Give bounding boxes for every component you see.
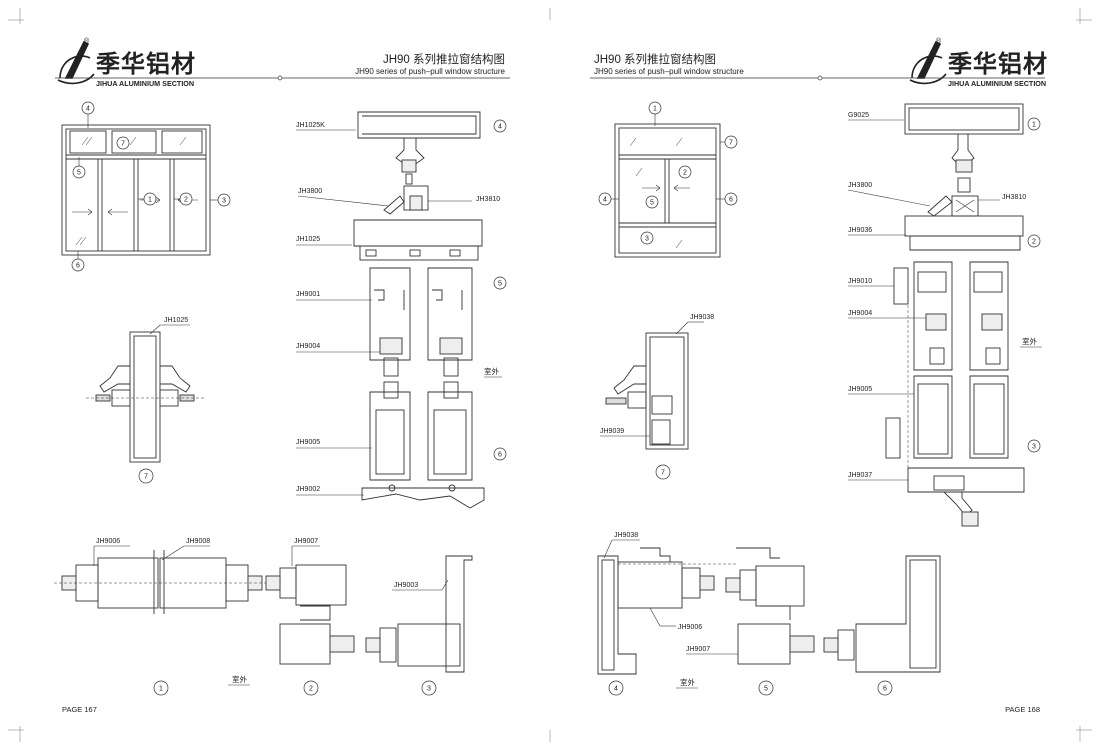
part-label: JH3810 [1002,194,1026,201]
left-header: ® 季华铝材 JIHUA ALUMINIUM SECTION JH90 系列推拉… [55,37,510,88]
part-label: JH3810 [476,196,500,203]
part-label: JH9002 [296,486,320,493]
right-section-callouts: 1 2 3 [1027,117,1041,453]
right-bottom-labels: JH9038 JH9006 JH9007 室外 [614,532,710,687]
part-label: JH9001 [296,291,320,298]
callout-number: 3 [1032,444,1036,451]
callout-number: 7 [121,141,125,148]
callout-number: 5 [77,170,81,177]
brand-subtitle: JIHUA ALUMINIUM SECTION [948,79,1046,88]
part-label: JH9039 [600,428,624,435]
part-label: JH1025K [296,122,325,129]
callout-number: 4 [614,686,618,693]
callout-number: 2 [1032,239,1036,246]
part-label: JH3800 [848,182,872,189]
callout-number: 7 [144,474,148,481]
callout-number: 3 [427,686,431,693]
part-label: JH9003 [394,582,418,589]
part-label: JH9037 [848,472,872,479]
callout-number: 6 [498,452,502,459]
callout-number: 2 [683,170,687,177]
part-label: JH9008 [186,538,210,545]
outside-label: 室外 [680,677,695,687]
part-label: JH9007 [294,538,318,545]
left-section-callouts: 4 5 6 [493,119,507,461]
right-detail-7 [600,321,704,450]
left-bottom-leaders [93,545,449,591]
right-bottom-callouts: 4 5 6 [608,680,893,696]
callout-number: 2 [309,686,313,693]
right-elevation [614,123,721,258]
left-section-leaders [296,129,472,496]
left-vertical-section [353,111,485,509]
brand-name: 季华铝材 [96,50,196,78]
brand-logo-icon [909,40,947,85]
callout-number: 3 [222,198,226,205]
brand-name: 季华铝材 [948,50,1048,78]
callout-number: 4 [603,197,607,204]
page-subtitle: JH90 series of push–pull window structur… [355,67,505,76]
callout-number: 4 [86,106,90,113]
callout-number: 6 [76,263,80,270]
part-label: JH9005 [296,439,320,446]
part-label: JH9036 [848,227,872,234]
part-label: JH9006 [96,538,120,545]
callout-number: 4 [498,124,502,131]
callout-number: 7 [729,140,733,147]
callout-number: 6 [729,197,733,204]
trademark-mark: ® [936,37,942,45]
right-elevation-callouts: 1 7 2 4 5 6 3 [598,101,738,245]
callout-number: 1 [1032,122,1036,129]
callout-number: 1 [148,197,152,204]
callout-number: 2 [184,197,188,204]
part-label: JH9005 [848,386,872,393]
left-bottom-callouts: 1 2 3 [153,680,437,696]
right-detail-7-labels: JH9038 JH9039 [600,314,714,435]
callout-number: 6 [883,686,887,693]
crop-marks [8,8,1092,742]
callout-number: 1 [653,106,657,113]
part-label: JH9038 [614,532,638,539]
right-section-leaders [847,119,1000,481]
page-number: PAGE 167 [62,705,97,714]
left-detail-7 [86,324,204,463]
page-number: PAGE 168 [1005,705,1040,714]
right-header: ® 季华铝材 JIHUA ALUMINIUM SECTION JH90 系列推拉… [590,37,1048,88]
page-title: JH90 系列推拉窗结构图 [383,52,505,66]
callout-number: 5 [498,281,502,288]
right-bottom-details [597,547,941,675]
callout-number: 1 [159,686,163,693]
right-vertical-section [885,103,1025,527]
left-bottom-details [54,550,473,673]
callout-number: 5 [650,200,654,207]
brand-subtitle: JIHUA ALUMINIUM SECTION [96,79,194,88]
callout-number: 3 [645,236,649,243]
outside-label: 室外 [1022,336,1038,346]
part-label: JH3800 [298,188,322,195]
outside-label: 室外 [484,366,499,376]
part-label: JH9004 [848,310,872,317]
right-bottom-leaders [603,539,738,655]
left-elevation [61,124,211,256]
outside-label: 室外 [232,674,247,684]
callout-number: 5 [764,686,768,693]
part-label: JH9007 [686,646,710,653]
part-label: JH9010 [848,278,872,285]
part-label: JH9038 [690,314,714,321]
left-bottom-labels: JH9006 JH9008 JH9007 JH9003 室外 [96,538,418,684]
callout-number: 7 [661,470,665,477]
part-label: JH1025 [296,236,320,243]
left-elevation-callouts: 4 7 5 1 2 3 6 [71,101,231,272]
page-title: JH90 系列推拉窗结构图 [594,52,716,66]
left-section-labels: JH1025K JH3800 JH3810 JH1025 JH9001 JH90… [296,122,500,493]
part-label: JH9004 [296,343,320,350]
part-label: JH9006 [678,624,702,631]
trademark-mark: ® [84,37,90,45]
part-label: JH1025 [164,317,188,324]
page-subtitle: JH90 series of push–pull window structur… [594,67,744,76]
right-section-labels: G9025 JH3800 JH3810 JH9036 JH9010 JH9004… [848,112,1038,479]
part-label: G9025 [848,112,869,119]
brand-logo-icon [57,40,95,85]
